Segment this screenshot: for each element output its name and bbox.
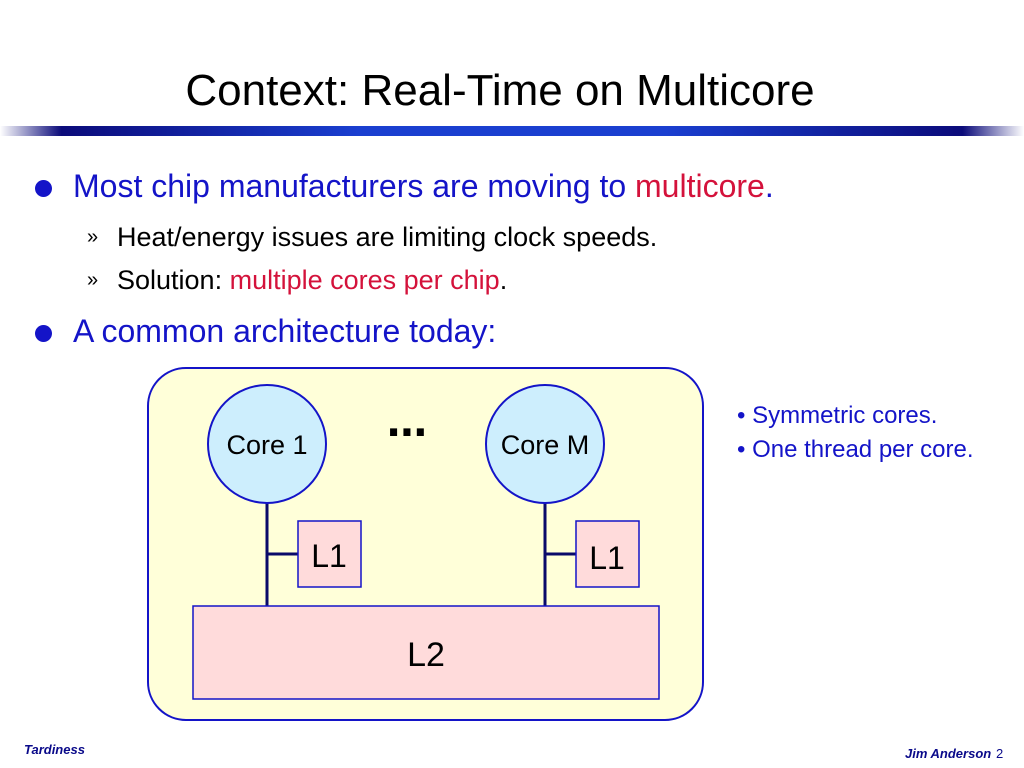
l1-cache-right <box>575 520 640 588</box>
chevron-marker-icon: » <box>87 226 99 248</box>
title-rule <box>0 126 1024 136</box>
side-note-1: • Symmetric cores. <box>737 402 938 429</box>
l1-cache-left <box>297 520 362 588</box>
chevron-marker-icon: » <box>87 269 99 291</box>
bullet-1: Most chip manufacturers are moving to mu… <box>35 168 774 205</box>
sub-bullet-2-highlight: multiple cores per chip <box>229 265 500 295</box>
core-m <box>485 384 605 504</box>
page-number: 2 <box>996 746 1004 761</box>
sub-bullet-1: » Heat/energy issues are limiting clock … <box>87 222 658 253</box>
cores-ellipsis: ⋯ <box>387 410 427 456</box>
sub-bullet-2-end: . <box>499 265 508 295</box>
core-m-label: Core M <box>501 430 590 460</box>
side-note-2: • One thread per core. <box>737 436 974 463</box>
l1-cache-left-label: L1 <box>311 538 347 574</box>
footer-left: Tardiness <box>24 742 85 757</box>
core-1 <box>207 384 327 504</box>
l2-cache <box>192 605 660 700</box>
bullet-1-text: Most chip manufacturers are moving to <box>73 168 636 204</box>
sub-bullet-2: » Solution: multiple cores per chip. <box>87 265 508 296</box>
core-1-label: Core 1 <box>226 430 307 460</box>
bullet-1-end: . <box>764 168 774 204</box>
bullet-2: A common architecture today: <box>35 313 497 350</box>
bullet-dot-icon <box>35 325 52 342</box>
l2-cache-label: L2 <box>407 636 445 674</box>
sub-bullet-2-text: Solution: <box>117 265 230 295</box>
l1-cache-right-label: L1 <box>589 540 625 576</box>
bullet-dot-icon <box>35 180 52 197</box>
bullet-1-highlight: multicore <box>635 168 765 204</box>
slide-title: Context: Real-Time on Multicore <box>185 66 815 115</box>
bullet-2-text: A common architecture today: <box>73 313 497 349</box>
sub-bullet-1-text: Heat/energy issues are limiting clock sp… <box>117 222 658 252</box>
footer-author: Jim Anderson <box>905 746 992 761</box>
